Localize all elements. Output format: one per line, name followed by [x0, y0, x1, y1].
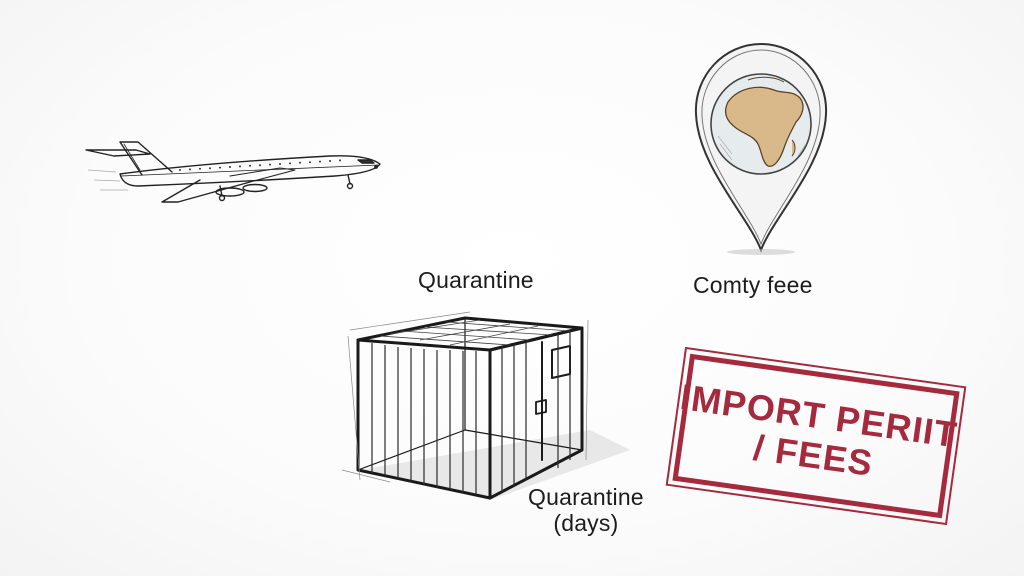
quarantine-days-label-line1: Quarantine [528, 484, 644, 510]
quarantine-label: Quarantine [418, 267, 534, 293]
quarantine-cage-icon [341, 311, 630, 500]
quarantine-days-label: Quarantine (days) [528, 484, 644, 536]
quarantine-days-label-line2: (days) [553, 510, 619, 536]
airplane-icon [85, 141, 381, 203]
country-fee-label: Comty feee [693, 272, 813, 298]
import-permit-stamp: IMPORT PERIIT / FEES [666, 345, 968, 527]
map-pin-globe-icon [694, 42, 828, 255]
stamp-frame: IMPORT PERIIT / FEES [666, 345, 966, 527]
